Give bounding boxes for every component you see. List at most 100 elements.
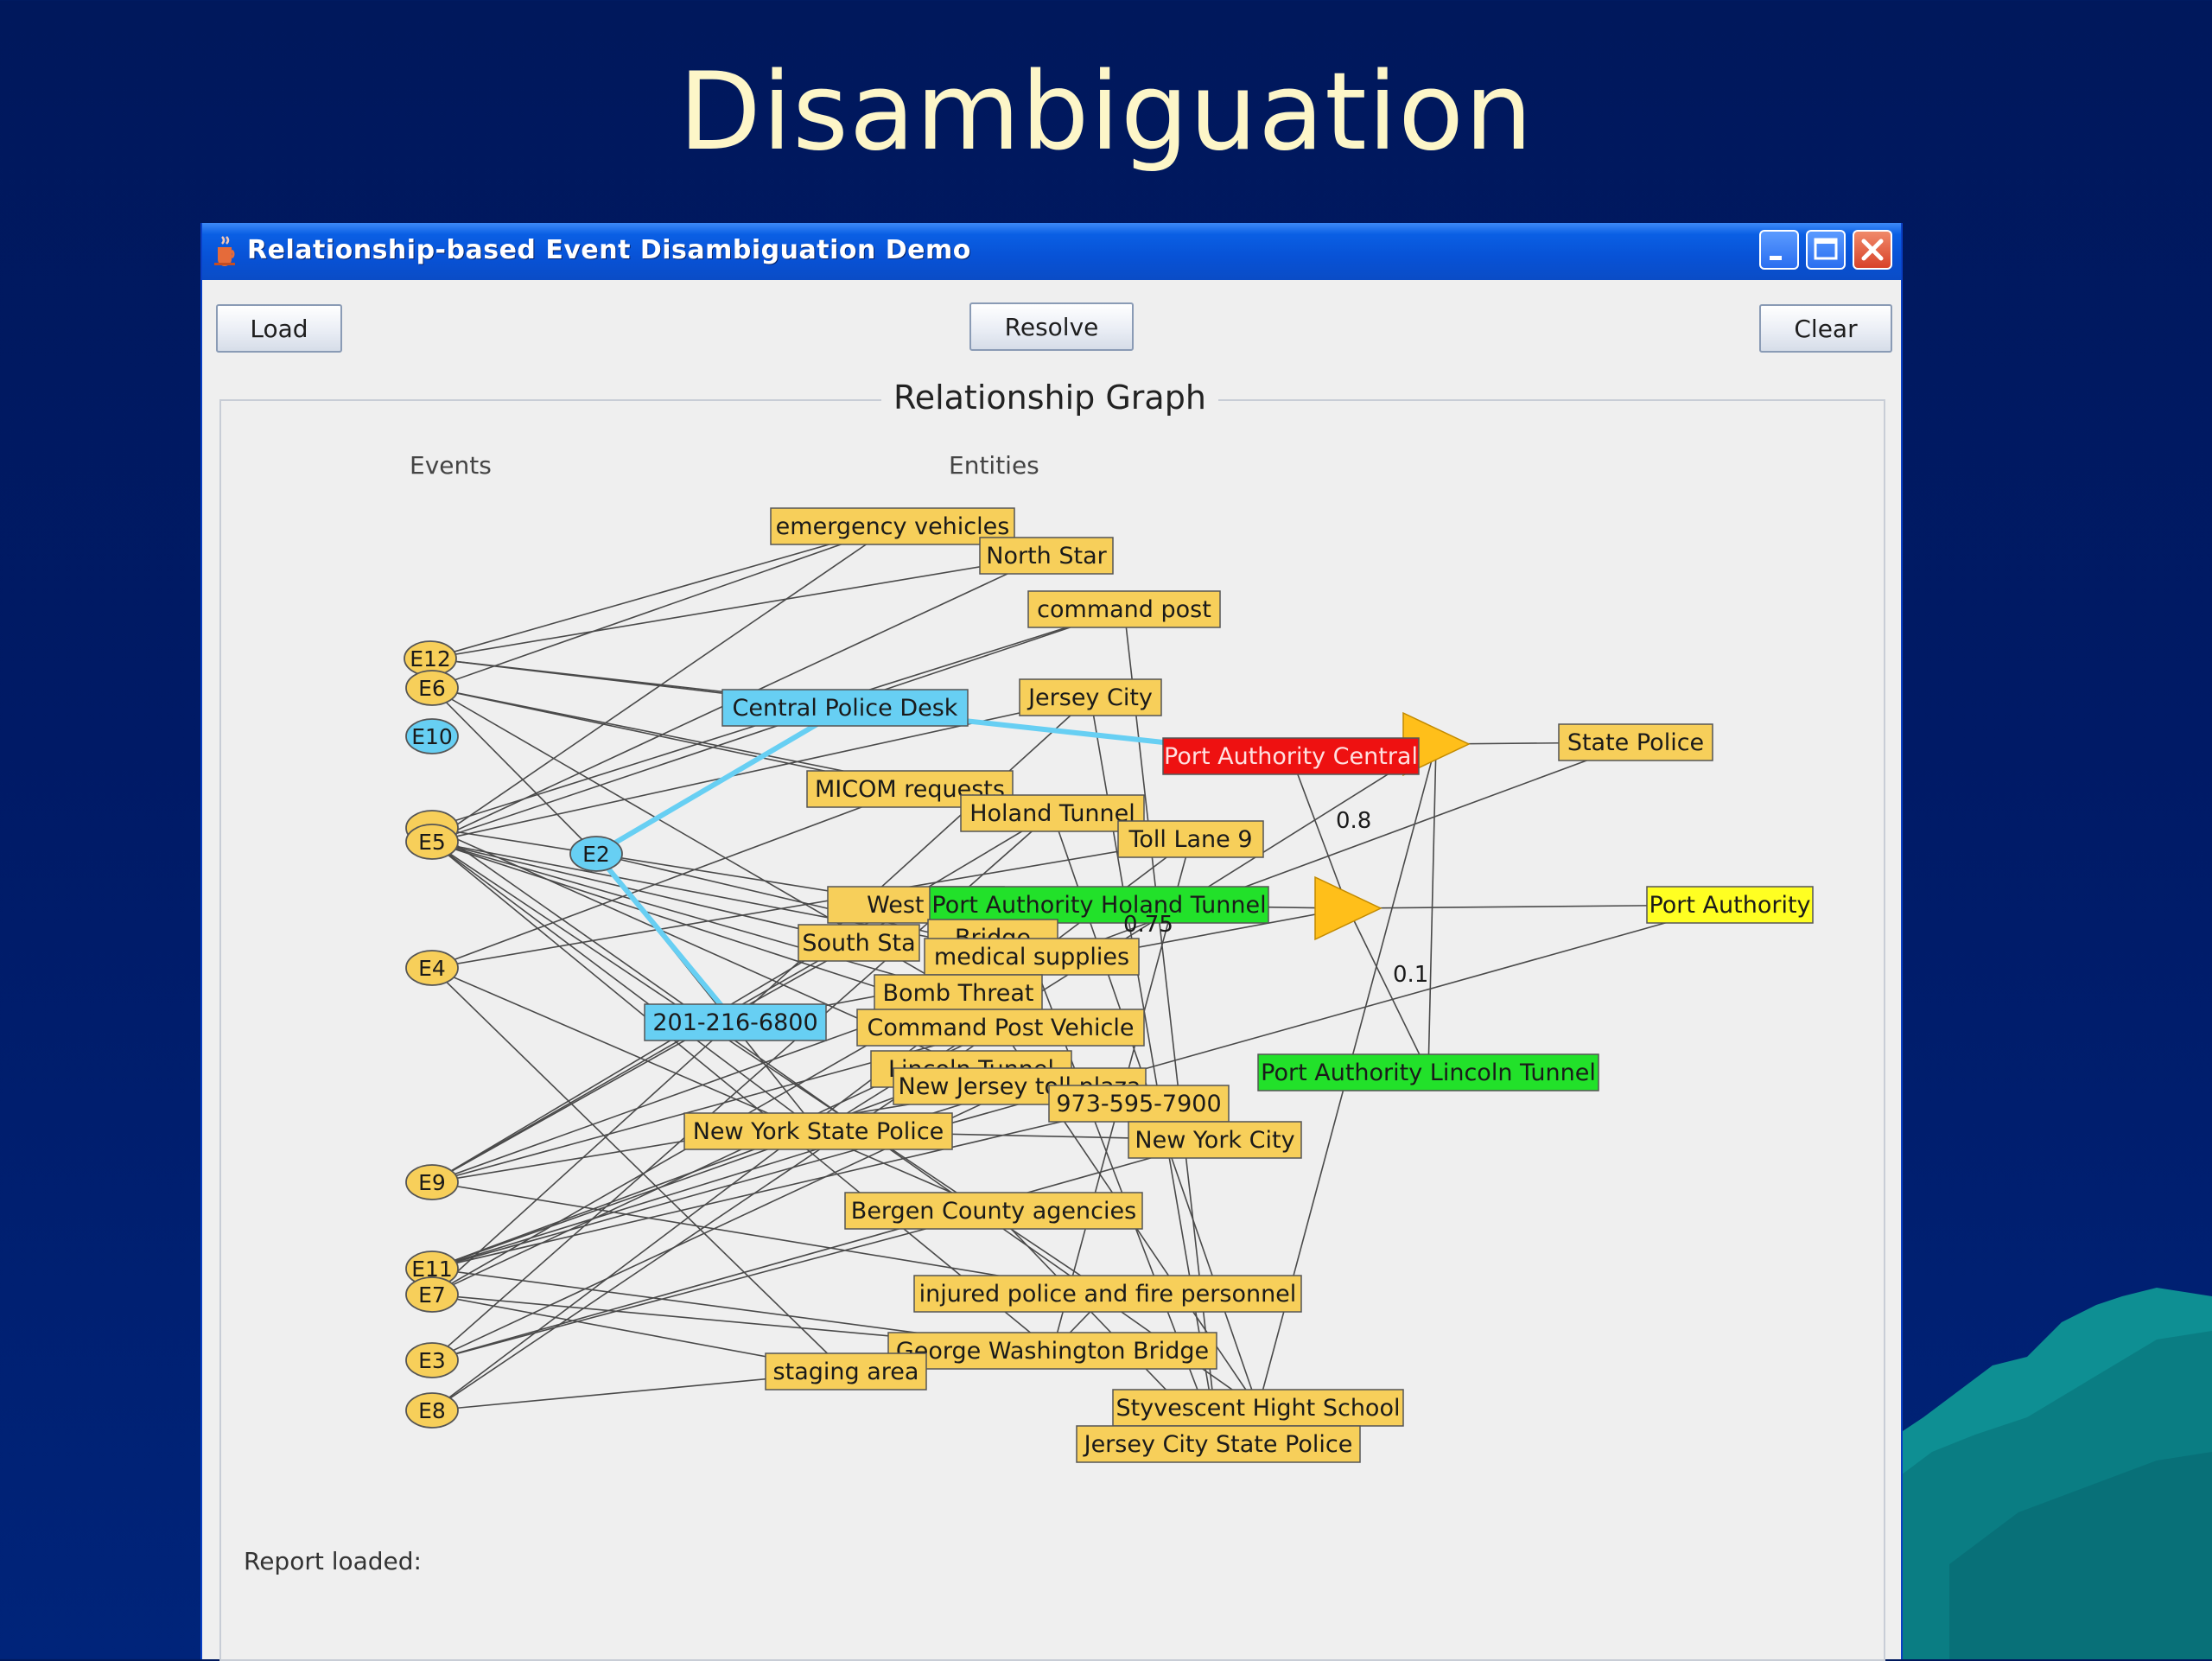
event-node-E2[interactable]: E2 xyxy=(569,836,623,872)
entity-node-cpd[interactable]: Central Police Desk xyxy=(721,689,969,727)
event-label: E7 xyxy=(418,1282,446,1308)
entity-node-njtoll[interactable]: New Jersey toll plaza xyxy=(893,1067,1147,1105)
entity-node-cpv[interactable]: Command Post Vehicle xyxy=(856,1009,1145,1047)
resolver-triangle[interactable] xyxy=(1314,875,1382,941)
entity-box xyxy=(1027,590,1221,628)
entity-label: South Sta xyxy=(802,930,915,957)
maximize-icon xyxy=(1814,238,1838,260)
entity-node-jcsp[interactable]: Jersey City State Police xyxy=(1076,1425,1361,1463)
event-ellipse xyxy=(405,670,459,706)
entity-node-pah[interactable]: Port Authority Holand Tunnel xyxy=(929,886,1269,924)
graph-edge xyxy=(429,555,1047,659)
graph-edge xyxy=(431,1139,1216,1361)
slide-title: Disambiguation xyxy=(678,50,1534,175)
edge-weight-label: 0.1 xyxy=(1393,962,1428,988)
entity-node-pa[interactable]: Port Authority xyxy=(1646,886,1814,924)
event-node-E9[interactable]: E9 xyxy=(405,1164,459,1200)
entity-box xyxy=(979,537,1114,575)
event-node-E3[interactable]: E3 xyxy=(405,1342,459,1378)
entity-node-holland[interactable]: Holand Tunnel xyxy=(960,794,1145,832)
entity-node-toll9[interactable]: Toll Lane 9 xyxy=(1117,820,1264,858)
event-label: E5 xyxy=(418,830,446,855)
entity-box xyxy=(1257,1053,1599,1091)
minimize-button[interactable] xyxy=(1759,230,1799,270)
title-bar[interactable]: Relationship-based Event Disambiguation … xyxy=(202,223,1901,280)
graph-edge xyxy=(1427,743,1437,1073)
entity-node-gwb[interactable]: George Washington Bridge xyxy=(887,1332,1217,1370)
entities-column-label: Entities xyxy=(949,451,1039,480)
event-node-E10[interactable]: E10 xyxy=(405,718,459,754)
entity-node-staging[interactable]: staging area xyxy=(765,1352,927,1391)
event-node-E12[interactable]: E12 xyxy=(404,640,457,677)
entity-node-stuy[interactable]: Styvescent Hight School xyxy=(1112,1389,1404,1427)
load-button[interactable]: Load xyxy=(216,304,342,353)
entity-node-injured[interactable]: injured police and fire personnel xyxy=(913,1275,1302,1313)
minimize-icon xyxy=(1770,256,1782,260)
window-title: Relationship-based Event Disambiguation … xyxy=(247,235,971,265)
entity-node-northstar[interactable]: North Star xyxy=(979,537,1114,575)
events-column-label: Events xyxy=(410,451,492,480)
entity-box xyxy=(721,689,969,727)
event-node-E7[interactable]: E7 xyxy=(405,1276,459,1313)
event-label: E4 xyxy=(418,956,446,981)
status-text: Report loaded: xyxy=(244,1547,422,1575)
event-ellipse xyxy=(405,1392,459,1429)
event-ellipse xyxy=(405,1164,459,1200)
highlight-edge xyxy=(594,705,847,856)
graph-edge xyxy=(431,967,847,1372)
entity-node-nysp[interactable]: New York State Police xyxy=(683,1112,953,1150)
event-label: E6 xyxy=(418,676,446,701)
event-node-E6[interactable]: E6 xyxy=(405,670,459,706)
entity-box xyxy=(844,1192,1143,1230)
close-button[interactable] xyxy=(1853,230,1892,270)
entity-node-pal[interactable]: Port Authority Lincoln Tunnel xyxy=(1257,1053,1599,1091)
edge-weight-label: 0.75 xyxy=(1123,912,1173,938)
event-ellipse xyxy=(405,718,459,754)
entity-label: Bomb Threat xyxy=(883,980,1034,1007)
entity-box xyxy=(1076,1425,1361,1463)
entity-node-phone1[interactable]: 201-216-6800 xyxy=(644,1003,827,1041)
graph-edge xyxy=(429,525,893,659)
entity-label: George Washington Bridge xyxy=(896,1338,1209,1365)
event-label: E12 xyxy=(410,646,451,671)
entity-label: medical supplies xyxy=(934,944,1129,971)
entity-box xyxy=(1128,1121,1302,1159)
entity-node-statepolice[interactable]: State Police xyxy=(1558,723,1713,761)
clear-button[interactable]: Clear xyxy=(1759,304,1892,353)
entity-label: Holand Tunnel xyxy=(969,800,1135,827)
event-node-E5[interactable]: E5 xyxy=(405,824,459,860)
entity-node-bomb[interactable]: Bomb Threat xyxy=(874,974,1043,1012)
entity-node-pac[interactable]: Port Authority Central xyxy=(1162,737,1420,775)
event-node-E11[interactable]: E11 xyxy=(405,1251,459,1287)
maximize-button[interactable] xyxy=(1806,230,1846,270)
entity-node-emergency[interactable]: emergency vehicles xyxy=(770,507,1015,545)
entity-node-bergen[interactable]: Bergen County agencies xyxy=(844,1192,1143,1230)
entity-label: staging area xyxy=(773,1359,919,1385)
edge-weight-label: 0.8 xyxy=(1336,808,1371,834)
entity-label: Central Police Desk xyxy=(733,695,958,722)
entity-box xyxy=(856,1009,1145,1047)
entity-label: Toll Lane 9 xyxy=(1128,826,1252,853)
graph-edge xyxy=(431,967,995,1212)
decorative-mountains xyxy=(1897,1288,2212,1659)
entity-node-nyc[interactable]: New York City xyxy=(1128,1121,1302,1159)
event-ellipse xyxy=(405,1342,459,1378)
entity-box xyxy=(929,886,1269,924)
entity-node-medical[interactable]: medical supplies xyxy=(924,938,1140,976)
entity-box xyxy=(644,1003,827,1041)
entity-node-southsta[interactable]: South Sta xyxy=(798,924,920,962)
entity-node-cmdpost[interactable]: command post xyxy=(1027,590,1221,628)
event-node-E8[interactable]: E8 xyxy=(405,1392,459,1429)
entity-box xyxy=(960,794,1145,832)
event-ellipse xyxy=(405,1276,459,1313)
entity-node-jerseycity[interactable]: Jersey City xyxy=(1019,678,1162,716)
entity-label: Jersey City State Police xyxy=(1083,1431,1353,1458)
entity-box xyxy=(1019,678,1162,716)
graph-edge xyxy=(431,841,1053,1352)
java-cup-icon xyxy=(214,236,235,266)
graph-edge xyxy=(431,687,597,855)
resolve-button[interactable]: Resolve xyxy=(969,302,1134,351)
entity-node-phone2[interactable]: 973-595-7900 xyxy=(1048,1085,1230,1123)
event-node-E4[interactable]: E4 xyxy=(405,950,459,986)
